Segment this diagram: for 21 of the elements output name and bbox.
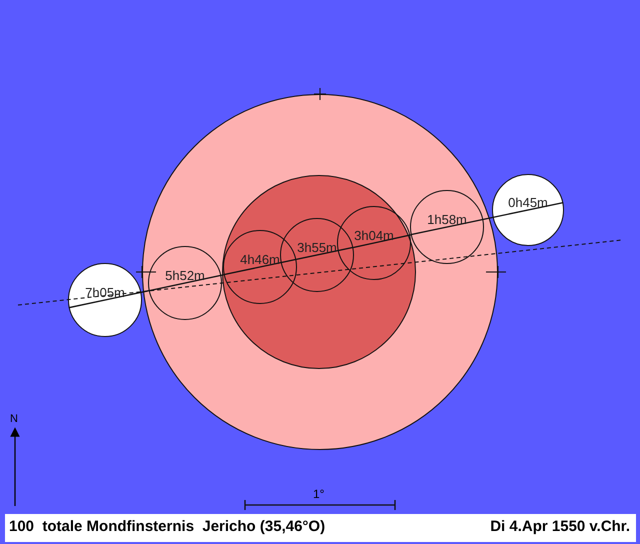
moon-path-line bbox=[148, 274, 224, 292]
time-label: 3h04m bbox=[354, 228, 394, 242]
moon-circle bbox=[148, 246, 222, 320]
time-label: 5h52m bbox=[165, 268, 205, 282]
moon-path-line bbox=[296, 246, 354, 260]
eclipse-title: 100 totale Mondfinsternis Jericho (35,46°O) bbox=[9, 518, 326, 535]
time-label: 4h46m bbox=[240, 252, 280, 266]
moon-circle bbox=[337, 206, 411, 280]
time-label: 3h55m bbox=[297, 240, 337, 254]
moon-path-line bbox=[68, 290, 149, 308]
time-label: 1h58m bbox=[427, 212, 467, 226]
moon-circle bbox=[410, 190, 484, 264]
time-label: 7h05m bbox=[85, 284, 125, 300]
moon-circle bbox=[223, 230, 297, 304]
north-label: N bbox=[10, 413, 18, 425]
date-text: Di 4.Apr 1550 v.Chr. bbox=[490, 518, 630, 535]
time-label: 0h45m bbox=[508, 194, 548, 210]
moon-circle bbox=[280, 218, 354, 292]
moon-path-line bbox=[224, 258, 296, 276]
scale-label: 1° bbox=[313, 487, 324, 501]
moon-path-line bbox=[353, 234, 411, 248]
